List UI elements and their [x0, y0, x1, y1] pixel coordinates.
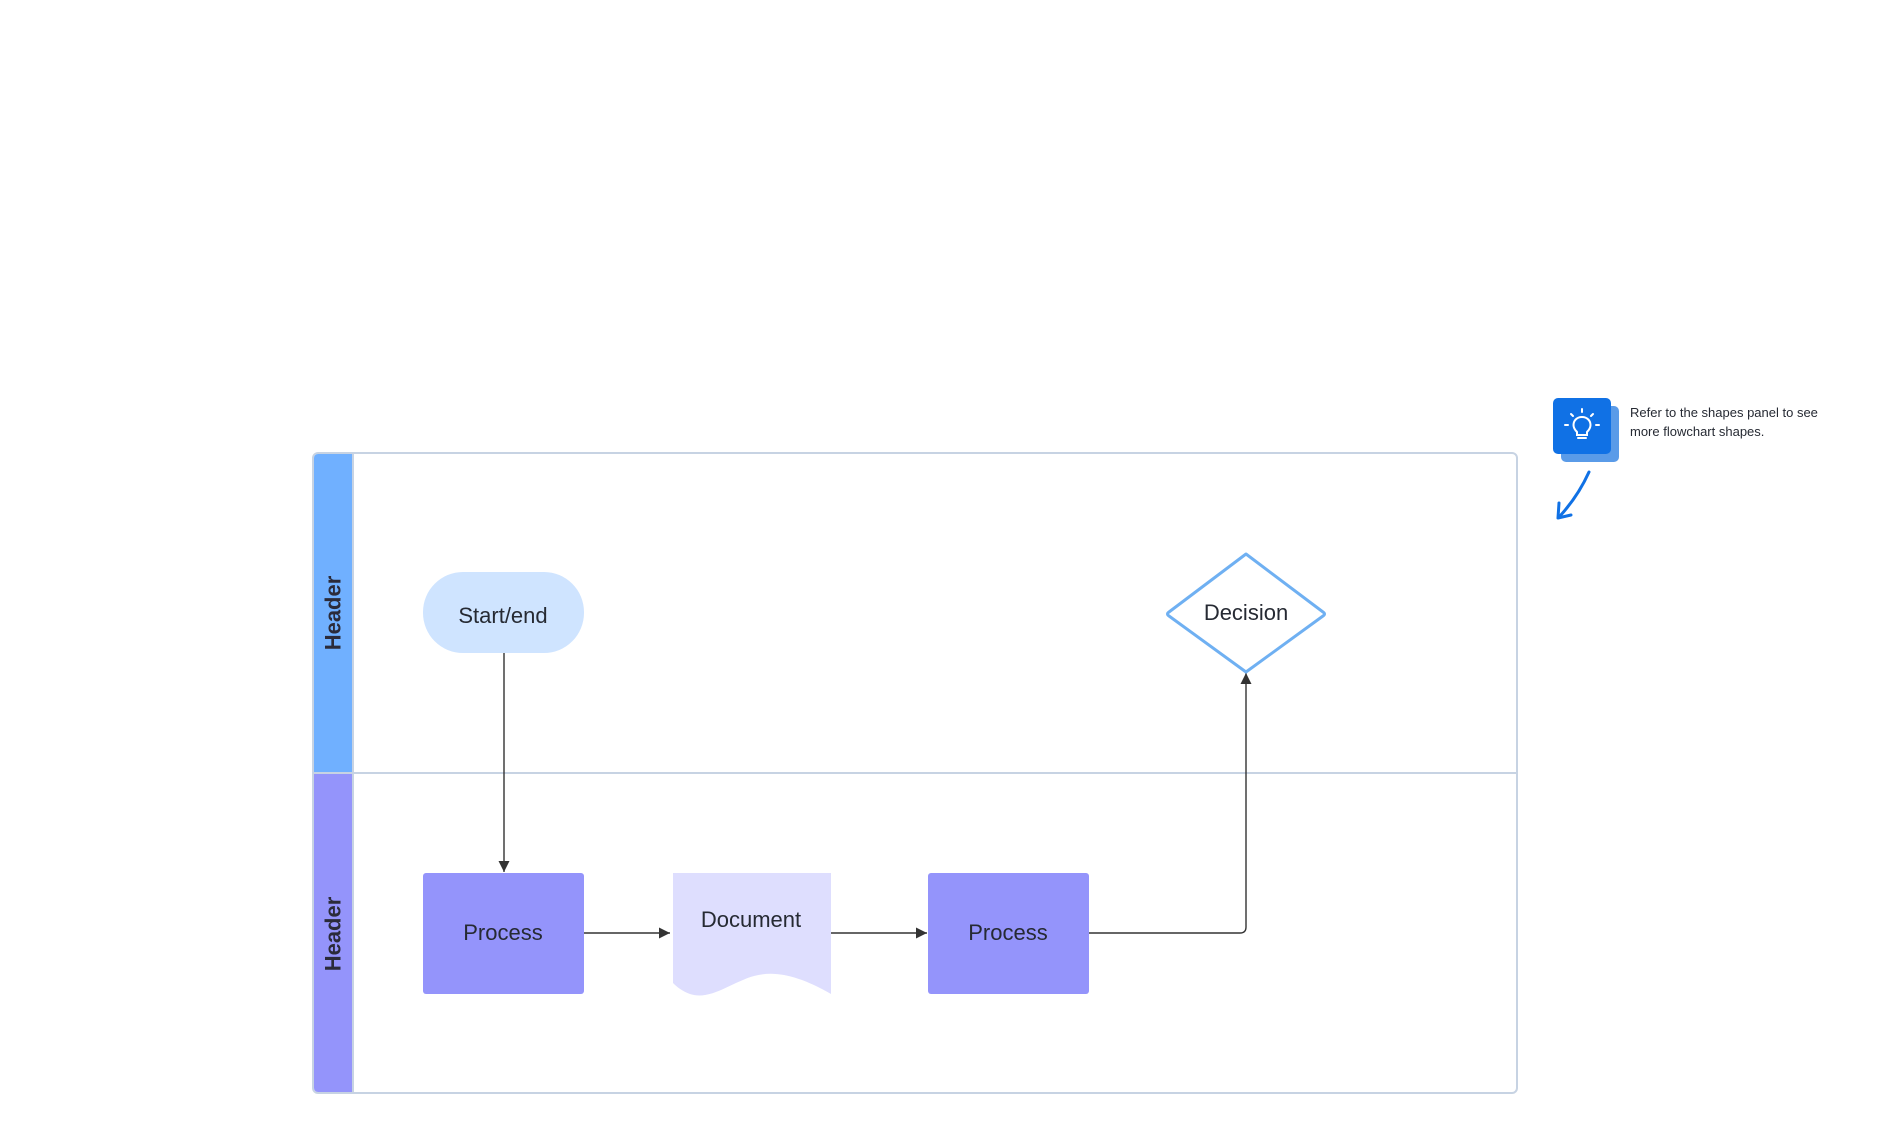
connector-process-to-decision[interactable]	[1088, 673, 1252, 934]
swimlane-lane-2[interactable]: Header	[314, 774, 1516, 1092]
decision-shape[interactable]: Decision	[1166, 552, 1326, 674]
tip-pointer-arrow	[1556, 470, 1591, 520]
swimlane-lane-1[interactable]: Header	[314, 454, 1516, 774]
decision-label: Decision	[1204, 600, 1288, 625]
swimlane-header-1[interactable]: Header	[314, 454, 354, 772]
process-shape-2[interactable]: Process	[928, 873, 1089, 994]
process-label: Process	[968, 920, 1047, 945]
process-shape-1[interactable]: Process	[423, 873, 584, 994]
start-end-label: Start/end	[458, 603, 547, 628]
swimlane-header-2[interactable]: Header	[314, 774, 354, 1092]
lightbulb-icon	[1564, 408, 1600, 439]
tip-card[interactable]	[1553, 398, 1625, 462]
process-label: Process	[463, 920, 542, 945]
document-label: Document	[701, 907, 801, 932]
connectors	[498, 653, 1252, 939]
tip-text: Refer to the shapes panel to see more fl…	[1630, 405, 1818, 439]
document-shape[interactable]: Document	[673, 873, 831, 996]
tip-card-face	[1553, 398, 1611, 454]
start-end-shape[interactable]: Start/end	[423, 572, 584, 653]
